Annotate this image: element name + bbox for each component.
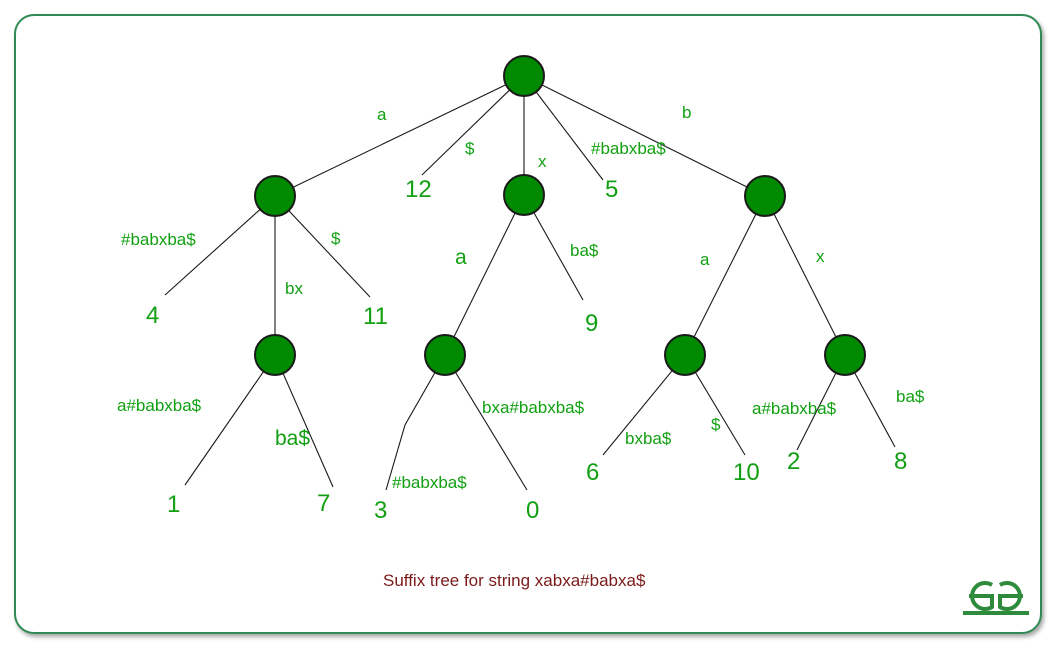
edge-xa-3 xyxy=(385,354,446,491)
edge-label: $ xyxy=(465,139,475,158)
edge-b-x xyxy=(764,195,846,356)
gfg-logo-icon xyxy=(963,581,1029,615)
edge-label: bxa#babxba$ xyxy=(482,398,585,417)
tree-nodes xyxy=(254,55,866,376)
edge-label: $ xyxy=(331,229,341,248)
edge-label: a#babxba$ xyxy=(117,396,202,415)
edge-x-a xyxy=(444,194,525,356)
node-abx xyxy=(254,334,296,376)
leaf-label: 3 xyxy=(374,497,387,524)
edge-a-11 xyxy=(274,195,371,298)
diagram-frame xyxy=(14,14,1042,634)
edge-label: bx xyxy=(285,279,303,298)
leaf-label: 2 xyxy=(787,448,800,475)
edge-label: b xyxy=(682,103,691,122)
leaf-labels: 12 5 4 11 9 1 7 3 0 6 10 2 8 xyxy=(146,176,907,524)
node-ba xyxy=(664,334,706,376)
edge-label: #babxba$ xyxy=(121,230,196,249)
edge-b-a xyxy=(684,195,766,356)
node-b xyxy=(744,175,786,217)
edge-label: #babxba$ xyxy=(591,139,666,158)
leaf-label: 8 xyxy=(894,448,907,475)
edge-label: a xyxy=(455,246,467,269)
edge-xa-0 xyxy=(444,354,528,491)
edge-abx-1 xyxy=(184,354,276,486)
edge-label: a xyxy=(700,250,710,269)
leaf-label: 5 xyxy=(605,176,618,203)
node-bx xyxy=(824,334,866,376)
node-x xyxy=(503,174,545,216)
edge-label: ba$ xyxy=(275,427,310,450)
leaf-label: 0 xyxy=(526,497,539,524)
edge-root-a xyxy=(274,75,525,197)
leaf-label: 11 xyxy=(363,303,388,330)
edge-label: a#babxba$ xyxy=(752,399,837,418)
leaf-label: 10 xyxy=(733,459,760,486)
edge-label: #babxba$ xyxy=(392,473,467,492)
edge-root-12 xyxy=(421,75,525,176)
tree-edges xyxy=(164,75,896,491)
edge-label: $ xyxy=(711,415,721,434)
edge-label: ba$ xyxy=(570,241,599,260)
edge-labels: a $ x #babxba$ b #babxba$ bx $ a#babxba$… xyxy=(117,103,925,492)
diagram-caption: Suffix tree for string xabxa#babxa$ xyxy=(383,571,646,590)
leaf-label: 6 xyxy=(586,459,599,486)
edge-label: ba$ xyxy=(896,387,925,406)
leaf-label: 7 xyxy=(317,490,330,517)
node-xa xyxy=(424,334,466,376)
edge-abx-7 xyxy=(274,354,334,488)
leaf-label: 4 xyxy=(146,302,159,329)
edge-label: x xyxy=(816,247,825,266)
edge-ba-6 xyxy=(602,354,686,456)
leaf-label: 9 xyxy=(585,310,598,337)
edge-label: bxba$ xyxy=(625,429,672,448)
edge-label: a xyxy=(377,105,387,124)
leaf-label: 12 xyxy=(405,176,432,203)
edge-root-5 xyxy=(523,75,604,181)
leaf-label: 1 xyxy=(167,491,180,518)
edge-label: x xyxy=(538,152,547,171)
node-a xyxy=(254,175,296,217)
node-root xyxy=(503,55,545,97)
edge-root-b xyxy=(523,75,766,197)
edge-a-4 xyxy=(164,195,276,296)
